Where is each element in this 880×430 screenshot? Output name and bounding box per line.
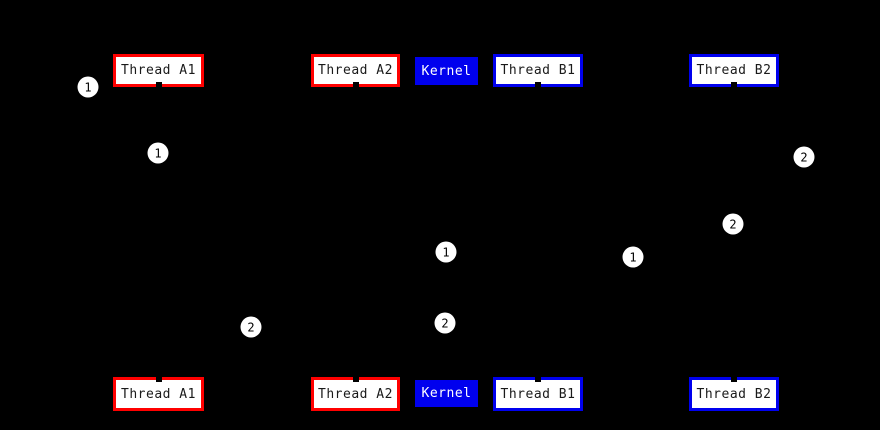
lifeline-notch	[731, 82, 737, 87]
actor-label: Kernel	[421, 386, 472, 401]
step-marker: 2	[722, 213, 744, 235]
actor-label: Thread B2	[696, 63, 772, 78]
lifeline-notch	[352, 82, 359, 87]
step-marker: 2	[434, 312, 456, 334]
actor-label: Thread A1	[121, 386, 196, 402]
lifeline-thread-a1	[157, 85, 159, 379]
actor-box-thread-b2-bottom: Thread B2	[689, 377, 779, 411]
lifeline-thread-b1	[537, 85, 539, 379]
actor-box-thread-a1-bottom: Thread A1	[113, 377, 204, 411]
step-marker: 1	[147, 142, 169, 164]
lifeline-notch	[535, 377, 541, 382]
step-marker: 1	[435, 241, 457, 263]
lifeline-kernel	[445, 84, 447, 380]
actor-label: Kernel	[421, 63, 472, 79]
actor-label: Thread A2	[318, 386, 393, 402]
step-marker: 2	[793, 146, 815, 168]
actor-box-thread-b2-top: Thread B2	[689, 54, 779, 87]
actor-box-kernel-bottom: Kernel	[415, 380, 478, 407]
actor-box-thread-b1-top: Thread B1	[493, 54, 583, 87]
actor-label: Thread A1	[121, 63, 196, 78]
lifeline-thread-a2	[354, 85, 356, 379]
actor-label: Thread B1	[500, 386, 576, 402]
lifeline-notch	[731, 377, 737, 382]
lifeline-notch	[155, 377, 162, 382]
step-marker: 1	[77, 76, 99, 98]
lifeline-notch	[535, 82, 541, 87]
lifeline-notch	[155, 82, 162, 87]
step-marker: 1	[622, 246, 644, 268]
actor-box-kernel-top: Kernel	[415, 57, 478, 85]
step-marker: 2	[240, 316, 262, 338]
lifeline-notch	[352, 377, 359, 382]
actor-box-thread-a2-top: Thread A2	[311, 54, 400, 87]
actor-label: Thread A2	[318, 63, 393, 78]
actor-box-thread-b1-bottom: Thread B1	[493, 377, 583, 411]
actor-box-thread-a1-top: Thread A1	[113, 54, 204, 87]
actor-box-thread-a2-bottom: Thread A2	[311, 377, 400, 411]
actor-label: Thread B1	[500, 63, 576, 78]
actor-label: Thread B2	[696, 386, 772, 402]
